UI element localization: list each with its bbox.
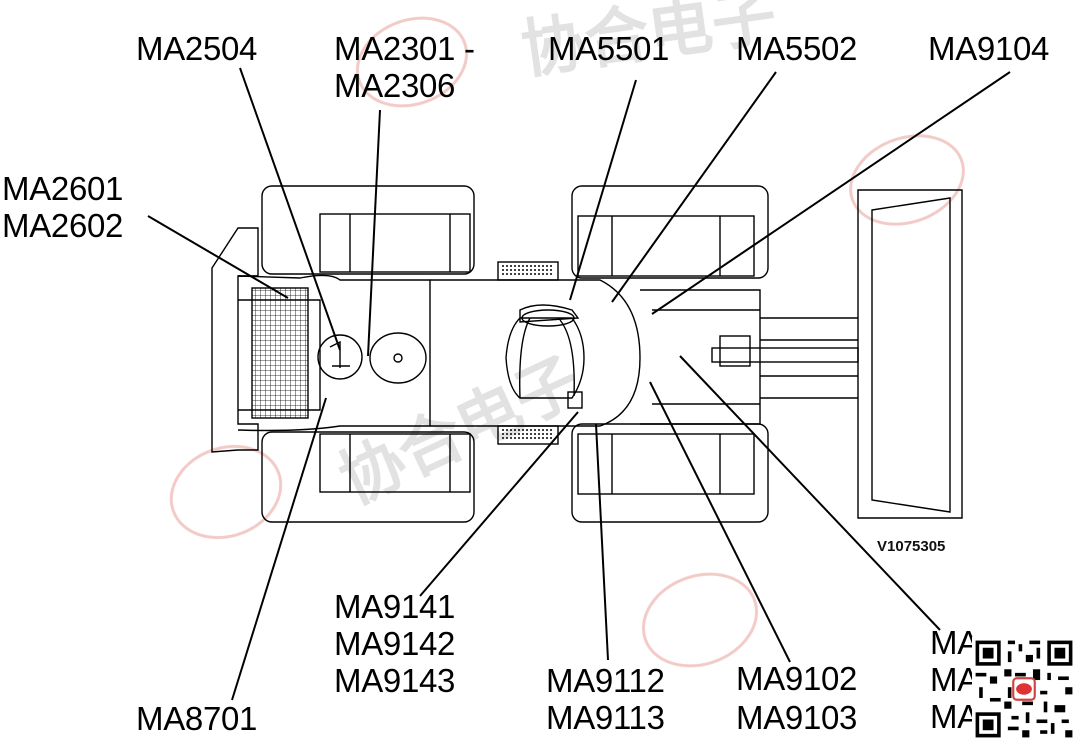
component-ma2504 bbox=[317, 334, 363, 380]
leader-ma_partial bbox=[679, 355, 941, 631]
label-ma2601: MA2601 bbox=[2, 170, 124, 207]
operator-seat bbox=[505, 317, 585, 399]
label-ma9104: MA9104 bbox=[928, 30, 1050, 67]
label-ma8701: MA8701 bbox=[136, 700, 258, 737]
leader-ma9141 bbox=[419, 411, 579, 597]
label-ma-partial-1: MA bbox=[930, 624, 979, 661]
leader-ma2601 bbox=[147, 215, 289, 299]
label-ma9112: MA9112 bbox=[546, 662, 665, 699]
bucket bbox=[857, 189, 963, 519]
label-ma9113: MA9113 bbox=[546, 699, 665, 736]
leader-ma9112 bbox=[595, 423, 609, 661]
label-ma-partial-3: MA bbox=[930, 698, 979, 735]
leader-lines bbox=[147, 67, 1011, 701]
component-ma2301 bbox=[369, 332, 427, 384]
label-ma9103: MA9103 bbox=[736, 699, 858, 736]
leader-ma9102 bbox=[649, 381, 791, 663]
label-ma2504: MA2504 bbox=[136, 30, 258, 67]
label-ma2602: MA2602 bbox=[2, 207, 124, 244]
label-ma9141: MA9141 bbox=[334, 588, 456, 625]
watermark-badges bbox=[169, 16, 965, 668]
label-ma5501: MA5501 bbox=[548, 30, 670, 67]
label-ma2306: MA2306 bbox=[334, 67, 456, 104]
radiator-grille bbox=[251, 287, 309, 419]
label-ma9102: MA9102 bbox=[736, 660, 858, 697]
qr-code bbox=[972, 637, 1076, 741]
leader-ma8701 bbox=[231, 397, 327, 701]
leader-ma5502 bbox=[611, 71, 777, 303]
label-ma-partial-2: MA bbox=[930, 661, 979, 698]
machine-outline bbox=[211, 185, 963, 523]
label-ma2301: MA2301 - bbox=[334, 30, 475, 67]
leader-ma5501 bbox=[569, 79, 637, 301]
figure-id: V1075305 bbox=[877, 538, 946, 555]
leader-ma2301 bbox=[367, 109, 381, 357]
label-ma5502: MA5502 bbox=[736, 30, 858, 67]
leader-ma9104 bbox=[651, 71, 1011, 315]
label-ma9142: MA9142 bbox=[334, 625, 456, 662]
label-ma9143: MA9143 bbox=[334, 662, 456, 699]
leader-ma2504 bbox=[239, 67, 341, 351]
